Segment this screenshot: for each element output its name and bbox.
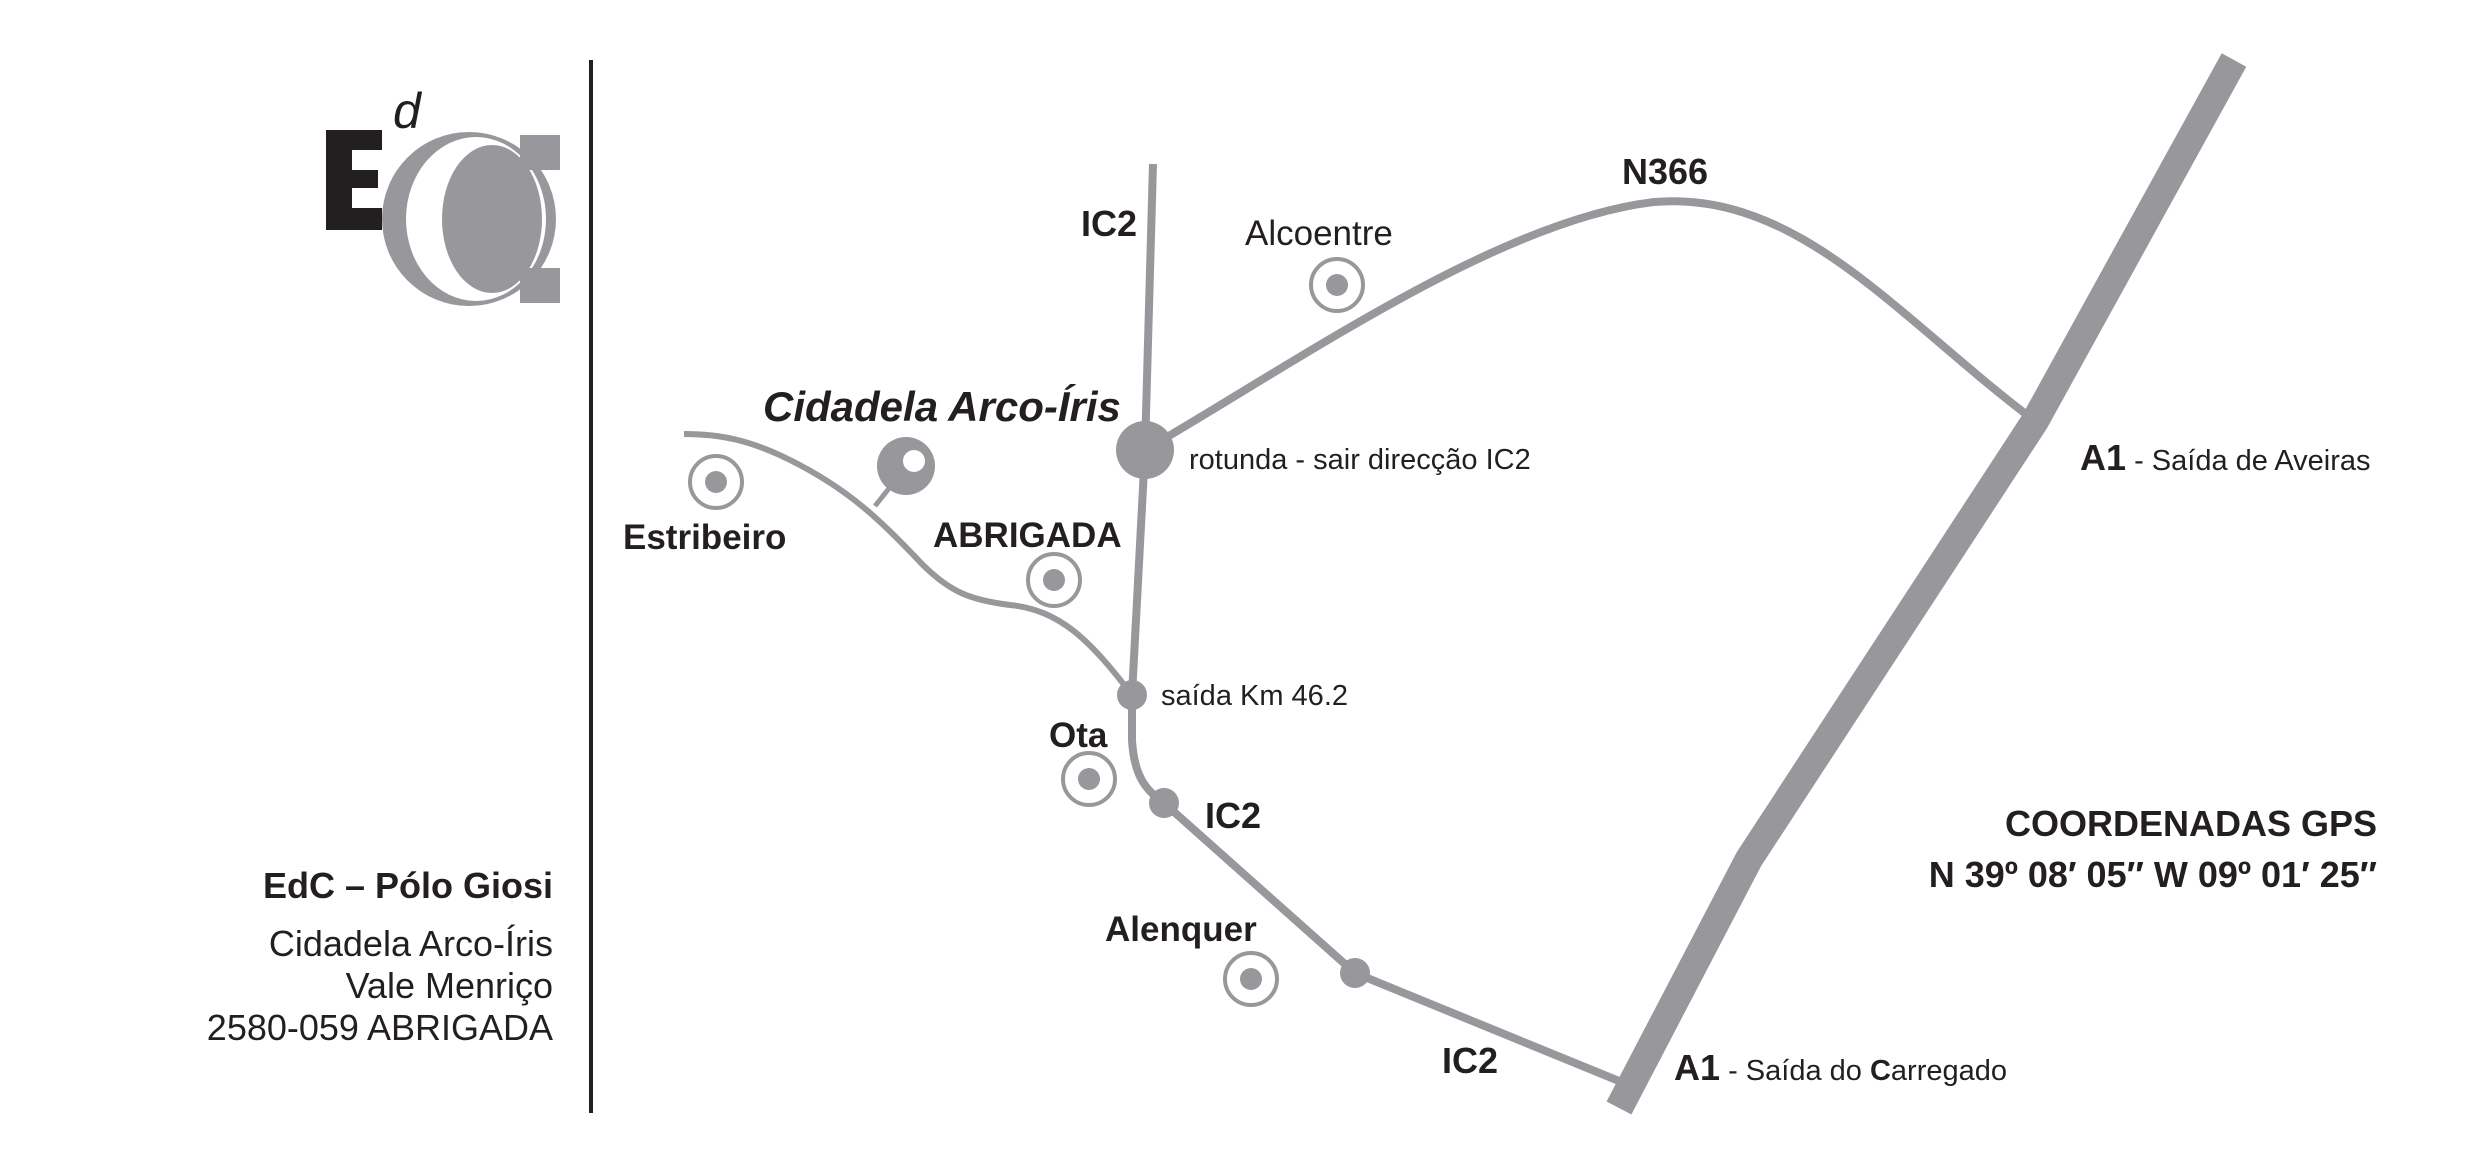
town-marker-alcoentre [1309, 257, 1365, 313]
road-label-ic2-mid: IC2 [1205, 795, 1261, 836]
road-label-ic2-south: IC2 [1442, 1040, 1498, 1081]
estribeiro-road [683, 431, 1135, 697]
cidadela-marker [877, 437, 935, 495]
address-line: 2580-059 ABRIGADA [207, 1007, 553, 1048]
town-abrigada: ABRIGADA [933, 516, 1122, 555]
address-line: Cidadela Arco-Íris [269, 923, 553, 964]
gps-coords: N 39º 08′ 05′′ W 09º 01′ 25″ [1929, 854, 2377, 895]
town-alcoentre: Alcoentre [1245, 214, 1393, 253]
town-marker-abrigada [1026, 552, 1082, 608]
road-label-n366: N366 [1622, 151, 1708, 192]
town-marker-ota [1061, 751, 1117, 807]
svg-text:d: d [393, 83, 423, 139]
saida-marker [1117, 680, 1147, 710]
road-label-ic2-north: IC2 [1081, 203, 1137, 244]
junction-marker [1149, 788, 1179, 818]
rotunda-note: rotunda - sair direcção IC2 [1189, 444, 1531, 476]
rotunda-marker [1116, 421, 1174, 479]
destination-label: Cidadela Arco-Íris [763, 383, 1121, 430]
exit-aveiras: A1 - Saída de Aveiras [2080, 437, 2371, 478]
org-name: EdC – Pólo Giosi [263, 865, 553, 906]
edc-logo: C d [326, 83, 560, 306]
town-ota: Ota [1049, 716, 1108, 755]
n366-road [1142, 197, 2038, 454]
town-estribeiro: Estribeiro [623, 518, 786, 557]
town-marker-estribeiro [688, 454, 744, 510]
junction-marker [1340, 958, 1370, 988]
gps-title: COORDENADAS GPS [2005, 803, 2377, 844]
exit-carregado: A1 - Saída do Carregado [1674, 1047, 2007, 1088]
town-marker-alenquer [1223, 951, 1279, 1007]
saida-note: saída Km 46.2 [1161, 680, 1348, 712]
town-alenquer: Alenquer [1105, 910, 1257, 949]
address-line: Vale Menriço [346, 965, 553, 1006]
a1-motorway [1606, 53, 2247, 1115]
